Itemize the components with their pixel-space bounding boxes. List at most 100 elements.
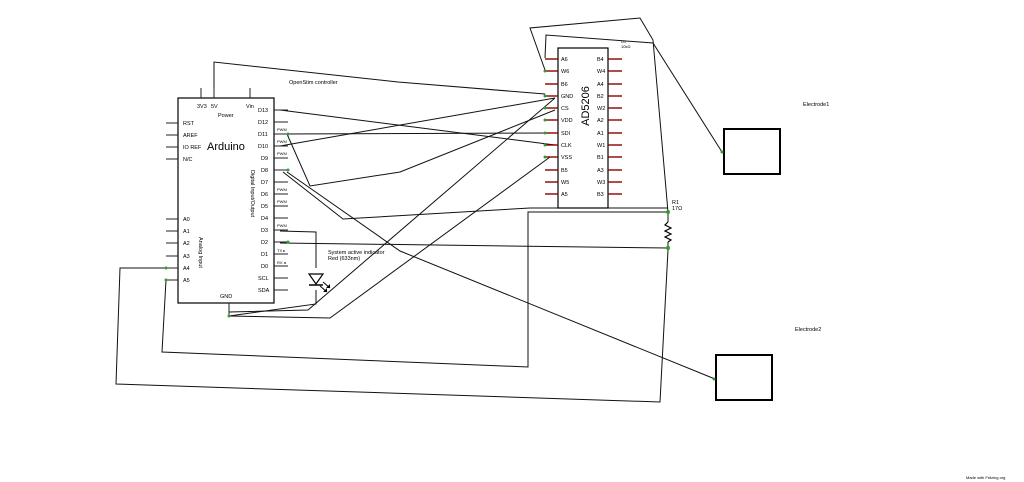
arduino-gnd-label: GND (220, 294, 232, 300)
pin-label: D8 (261, 168, 268, 174)
pin-label: D13 (258, 108, 268, 114)
pin-label: D5 (261, 204, 268, 210)
tx-tag: TX ▸ (277, 248, 285, 253)
arduino-pwr-5v: 5V (211, 104, 218, 110)
resistor-r1[interactable]: R1 17Ω (663, 200, 682, 250)
r1-junction-top (666, 210, 670, 214)
electrode2-terminal (712, 377, 716, 381)
wire-d11-vdd (286, 109, 556, 187)
arduino-title: Arduino (207, 141, 245, 153)
pin-label: W5 (561, 180, 569, 186)
led-arrowhead-2 (326, 284, 330, 288)
pin-label: A5 (183, 278, 190, 284)
rx-tag: RX ◂ (277, 260, 286, 265)
wire-led-gnd (228, 290, 317, 317)
pin-label: SDI (561, 131, 571, 137)
pin-label: AREF (183, 133, 198, 139)
pin-label: IO REF (183, 145, 202, 151)
wire-d11-sdi (279, 132, 556, 135)
pin-label: B3 (597, 192, 604, 198)
pin-end (543, 69, 547, 73)
pin-end (227, 314, 231, 318)
pin-label: D12 (258, 120, 268, 126)
arduino-board[interactable]: Arduino 3V3 5V Vin Power RST AREF IO REF… (164, 88, 290, 318)
indicator-led[interactable] (307, 273, 331, 293)
r1-zigzag (663, 221, 673, 243)
pin-end (286, 168, 290, 172)
pin-label: W1 (597, 143, 605, 149)
pin-label: D3 (261, 228, 268, 234)
arduino-pwr-vin: Vin (246, 104, 254, 110)
pwm-tag: PWM (277, 187, 287, 192)
wire-5v-to-ad5206 (213, 61, 546, 98)
ad5206-chip[interactable]: AD5206 U1 10kΩ A6 W6 B6 GND CS VDD SDI C… (543, 39, 631, 209)
pin-label: CS (561, 106, 569, 112)
controller-label: OpenStim controller (289, 80, 338, 86)
wire-gnd-vss (228, 156, 551, 319)
pwm-tag: PWM (277, 199, 287, 204)
r1-junction-bottom (666, 246, 670, 250)
pin-end (543, 143, 547, 147)
arduino-digital-label: Digital Input/Output (249, 170, 255, 218)
arduino-right-pins: D13 D12 D11 PWM D10 PWM D9 PWM D8 D7 D6 … (258, 108, 290, 294)
pin-label: D6 (261, 192, 268, 198)
pin-label: VSS (561, 155, 572, 161)
wire-d8-electrode2 (286, 171, 716, 380)
wire-d10-cs (279, 97, 556, 147)
pin-end (543, 94, 547, 98)
pin-end (543, 118, 547, 122)
pin-label: D0 (261, 264, 268, 270)
pin-label: B5 (561, 168, 568, 174)
pwm-tag: PWM (277, 151, 287, 156)
pin-label: A3 (597, 168, 604, 174)
pin-label: A2 (597, 118, 604, 124)
ad5206-value: 10kΩ (621, 44, 630, 49)
wire-a4-loop (115, 249, 669, 403)
arduino-analog-label: Analog Input (197, 237, 203, 268)
wires (115, 17, 723, 403)
pin-end (543, 106, 547, 110)
wire-d3-led (279, 230, 317, 268)
pin-label: W4 (597, 69, 605, 75)
electrode1-pad[interactable] (723, 128, 781, 175)
pin-label: D11 (258, 132, 268, 138)
pin-label: W3 (597, 180, 605, 186)
r1-name: R1 (672, 200, 679, 206)
pin-label: A1 (597, 131, 604, 137)
led-arrowhead-1 (323, 288, 327, 292)
pwm-tag: PWM (277, 223, 287, 228)
pin-label: D10 (258, 144, 268, 150)
ad5206-designator: U1 (621, 39, 627, 44)
pin-label: A4 (597, 82, 604, 88)
arduino-pwr-3v3: 3V3 (197, 104, 207, 110)
pin-end (286, 132, 290, 136)
pin-label: A0 (183, 217, 190, 223)
pin-label: B2 (597, 94, 604, 100)
electrode1-terminal (720, 150, 724, 154)
arduino-body (177, 97, 275, 304)
pin-label: GND (561, 94, 573, 100)
pwm-tag: PWM (277, 139, 287, 144)
electrode2-pad[interactable] (715, 354, 773, 401)
pwm-tag: PWM (277, 127, 287, 132)
wire-w6-r1 (529, 17, 669, 213)
pin-label: A5 (561, 192, 568, 198)
pin-label: A3 (183, 254, 190, 260)
pin-label: W2 (597, 106, 605, 112)
pin-end (164, 278, 168, 282)
pin-label: D1 (261, 252, 268, 258)
pin-label: SCL (258, 276, 269, 282)
pin-label: D7 (261, 180, 268, 186)
pin-label: W6 (561, 69, 569, 75)
pin-label: A4 (183, 266, 190, 272)
pin-label: SDA (258, 288, 270, 294)
indicator-label-1: System active indicator (328, 250, 385, 256)
ad5206-title: AD5206 (580, 86, 592, 126)
pin-label: A2 (183, 241, 190, 247)
led-body (307, 273, 325, 286)
arduino-power-title: Power (218, 113, 234, 119)
pin-label: D4 (261, 216, 268, 222)
pin-label: A6 (561, 57, 568, 63)
electrode2-label: Electrode2 (795, 327, 821, 333)
fritzing-footer: Made with Fritzing.org (966, 475, 1005, 480)
